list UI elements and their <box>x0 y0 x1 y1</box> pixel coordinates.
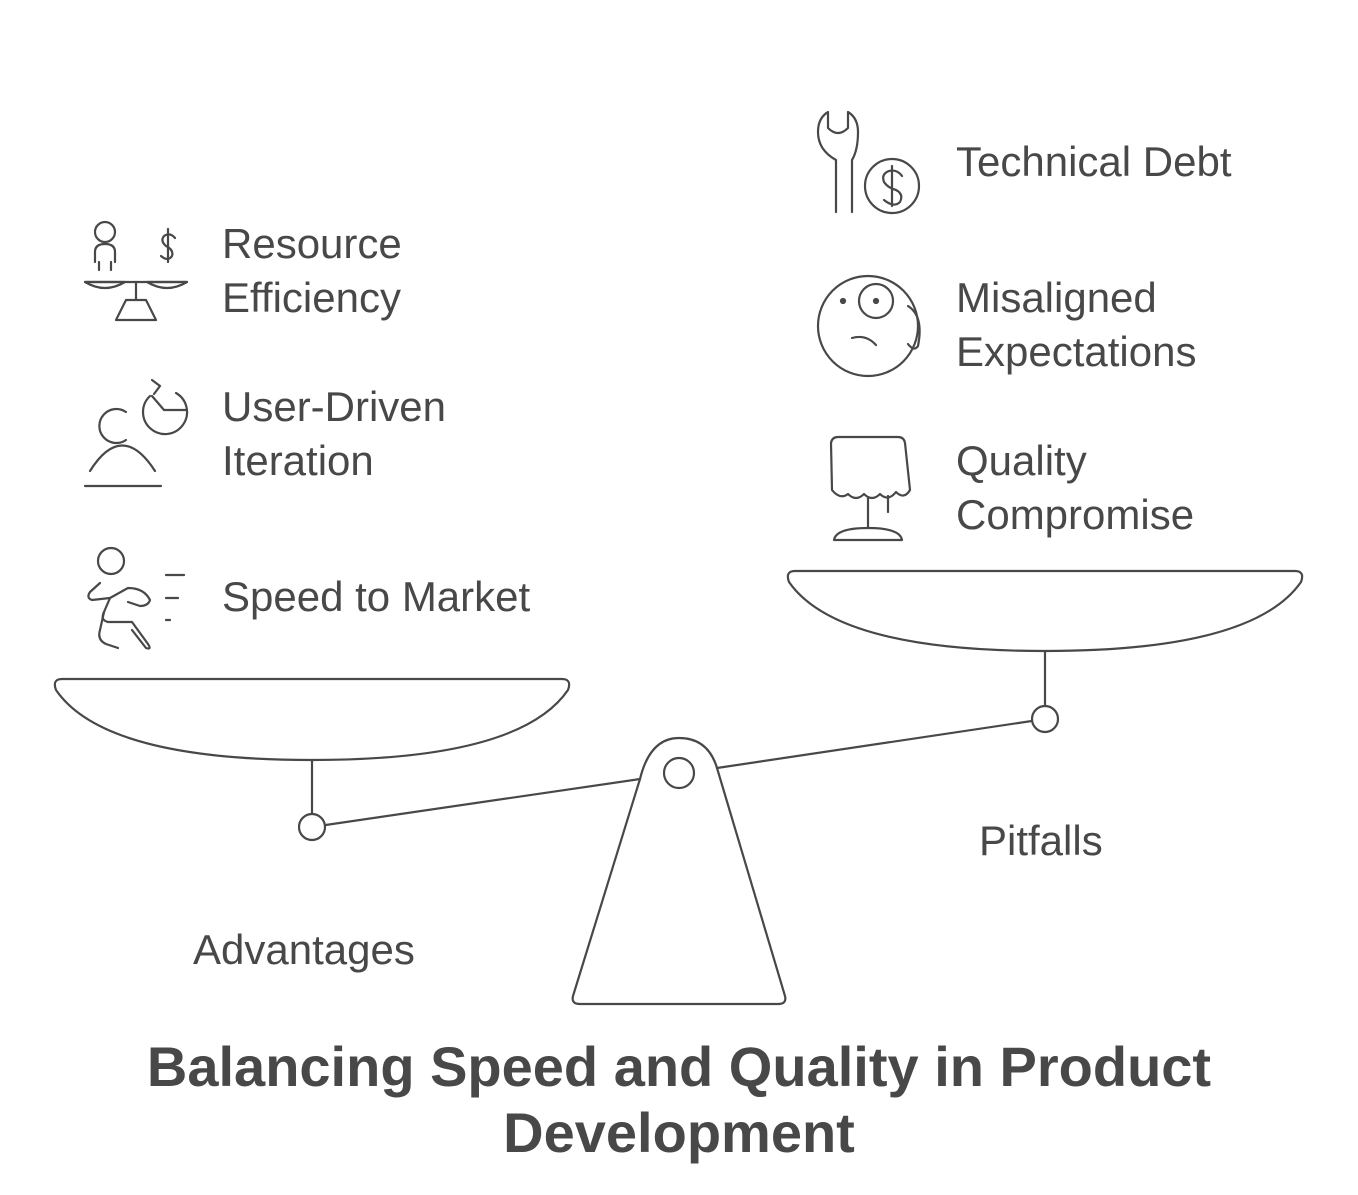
running-person-icon <box>87 546 186 650</box>
diagram-title-line2: Development <box>503 1101 855 1164</box>
pitfalls-label: Pitfalls <box>979 817 1103 864</box>
pitfall-item-line2: Compromise <box>956 491 1195 538</box>
pitfall-item-line1: Misaligned <box>956 274 1157 321</box>
right-pan <box>786 569 1304 653</box>
pitfall-item-misaligned-expectations: Misaligned Expectations <box>956 271 1196 379</box>
pitfall-item-quality-compromise: Quality Compromise <box>956 434 1194 542</box>
scale-pivot-stand <box>571 736 787 1006</box>
pitfall-item-line2: Expectations <box>956 328 1197 375</box>
right-pan-joint <box>1030 704 1060 734</box>
advantages-label: Advantages <box>193 926 415 973</box>
pitfall-item-technical-debt: Technical Debt <box>956 135 1231 189</box>
pitfall-item-line1: Quality <box>956 437 1087 484</box>
pitfall-item-line1: Technical Debt <box>956 138 1232 185</box>
advantage-item-line1: Resource <box>222 220 402 267</box>
diagram-title-line1: Balancing Speed and Quality in Product <box>146 1035 1212 1098</box>
pivot-hole <box>662 756 696 790</box>
monocle-face-icon <box>816 274 921 378</box>
scale-beam-right <box>715 717 1047 770</box>
left-pan-joint <box>297 812 327 842</box>
advantage-item-line1: Speed to Market <box>222 573 531 620</box>
wrench-dollar-icon <box>816 110 921 215</box>
left-pan <box>53 677 571 762</box>
balance-person-dollar-icon <box>83 220 189 322</box>
scale-beam-left <box>310 777 642 829</box>
lamp-icon <box>829 435 912 542</box>
advantage-item-speed-to-market: Speed to Market <box>222 570 530 624</box>
user-feedback-cycle-icon <box>83 378 189 488</box>
advantage-item-line1: User-Driven <box>222 383 447 430</box>
diagram-title: Balancing Speed and Quality in Product D… <box>0 1034 1358 1166</box>
advantage-item-resource-efficiency: Resource Efficiency <box>222 217 402 325</box>
advantage-item-user-driven-iteration: User-Driven Iteration <box>222 380 446 488</box>
advantage-item-line2: Efficiency <box>222 274 401 321</box>
advantage-item-line2: Iteration <box>222 437 374 484</box>
